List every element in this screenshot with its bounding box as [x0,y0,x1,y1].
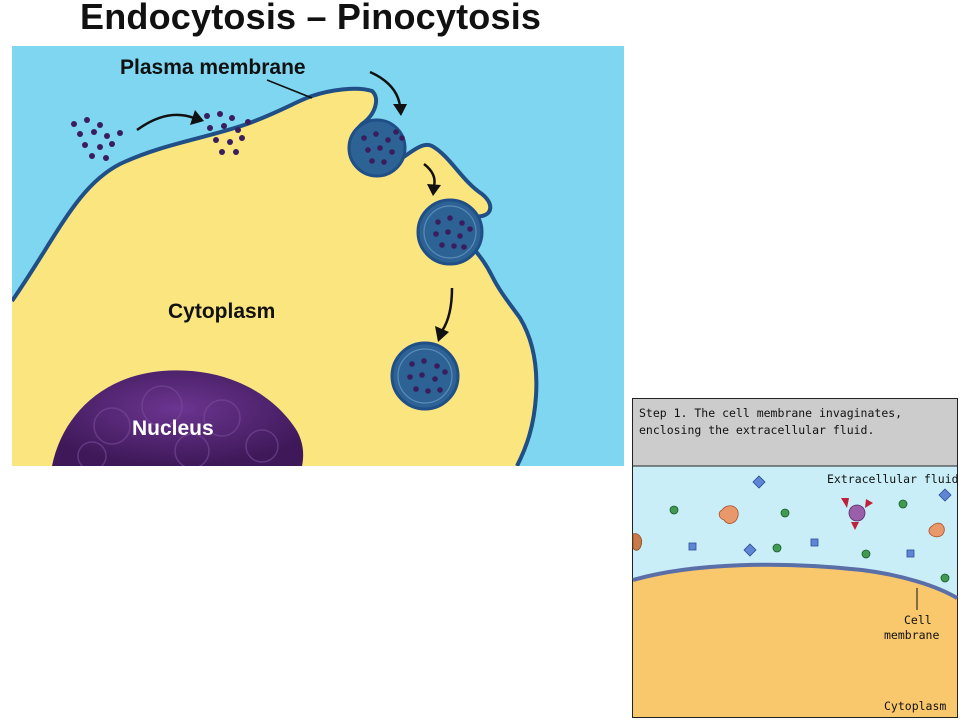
inset-label-extracellular-fluid: Extracellular fluid [827,472,958,486]
inset-label-cell: Cell [904,613,932,627]
arrow-2-head [393,104,407,116]
plasma-membrane-pointer [266,79,313,99]
arrow-4 [440,287,454,332]
label-nucleus: Nucleus [132,417,214,440]
arrow-3 [423,163,436,187]
inset-cytoplasm [633,564,957,717]
inset-cell-membrane [632,562,958,600]
inset-caption-box [633,399,957,466]
inset-label-cytoplasm: Cytoplasm [884,699,946,713]
nucleus-texture [77,385,279,466]
plasma-membrane [12,86,539,466]
arrow-3-head [427,184,441,196]
arrow-1-head [190,110,204,125]
pinocytic-vesicle [390,341,460,411]
diagram-title: Endocytosis – Pinocytosis [80,0,542,37]
invagination-pit [347,118,407,178]
inset-caption-line-2: enclosing the extracellular fluid. [639,423,874,437]
inset-label-membrane: membrane [884,628,939,642]
inset-step-1-figure: Step 1. The cell membrane invaginates, e… [632,398,958,718]
label-plasma-membrane: Plasma membrane [120,56,306,79]
fluid-particles-group-1 [71,117,123,161]
inset-particles [632,475,952,583]
arrow-4-head [435,326,449,342]
inset-caption-line-1: Step 1. The cell membrane invaginates, [639,406,902,420]
fluid-particles-group-2 [204,111,251,155]
budding-vesicle [416,198,484,266]
pinocytosis-diagram: Plasma membrane Cytoplasm Nucleus [12,46,624,466]
arrow-2 [369,70,402,107]
label-cytoplasm: Cytoplasm [168,300,275,323]
arrow-1 [136,113,195,132]
